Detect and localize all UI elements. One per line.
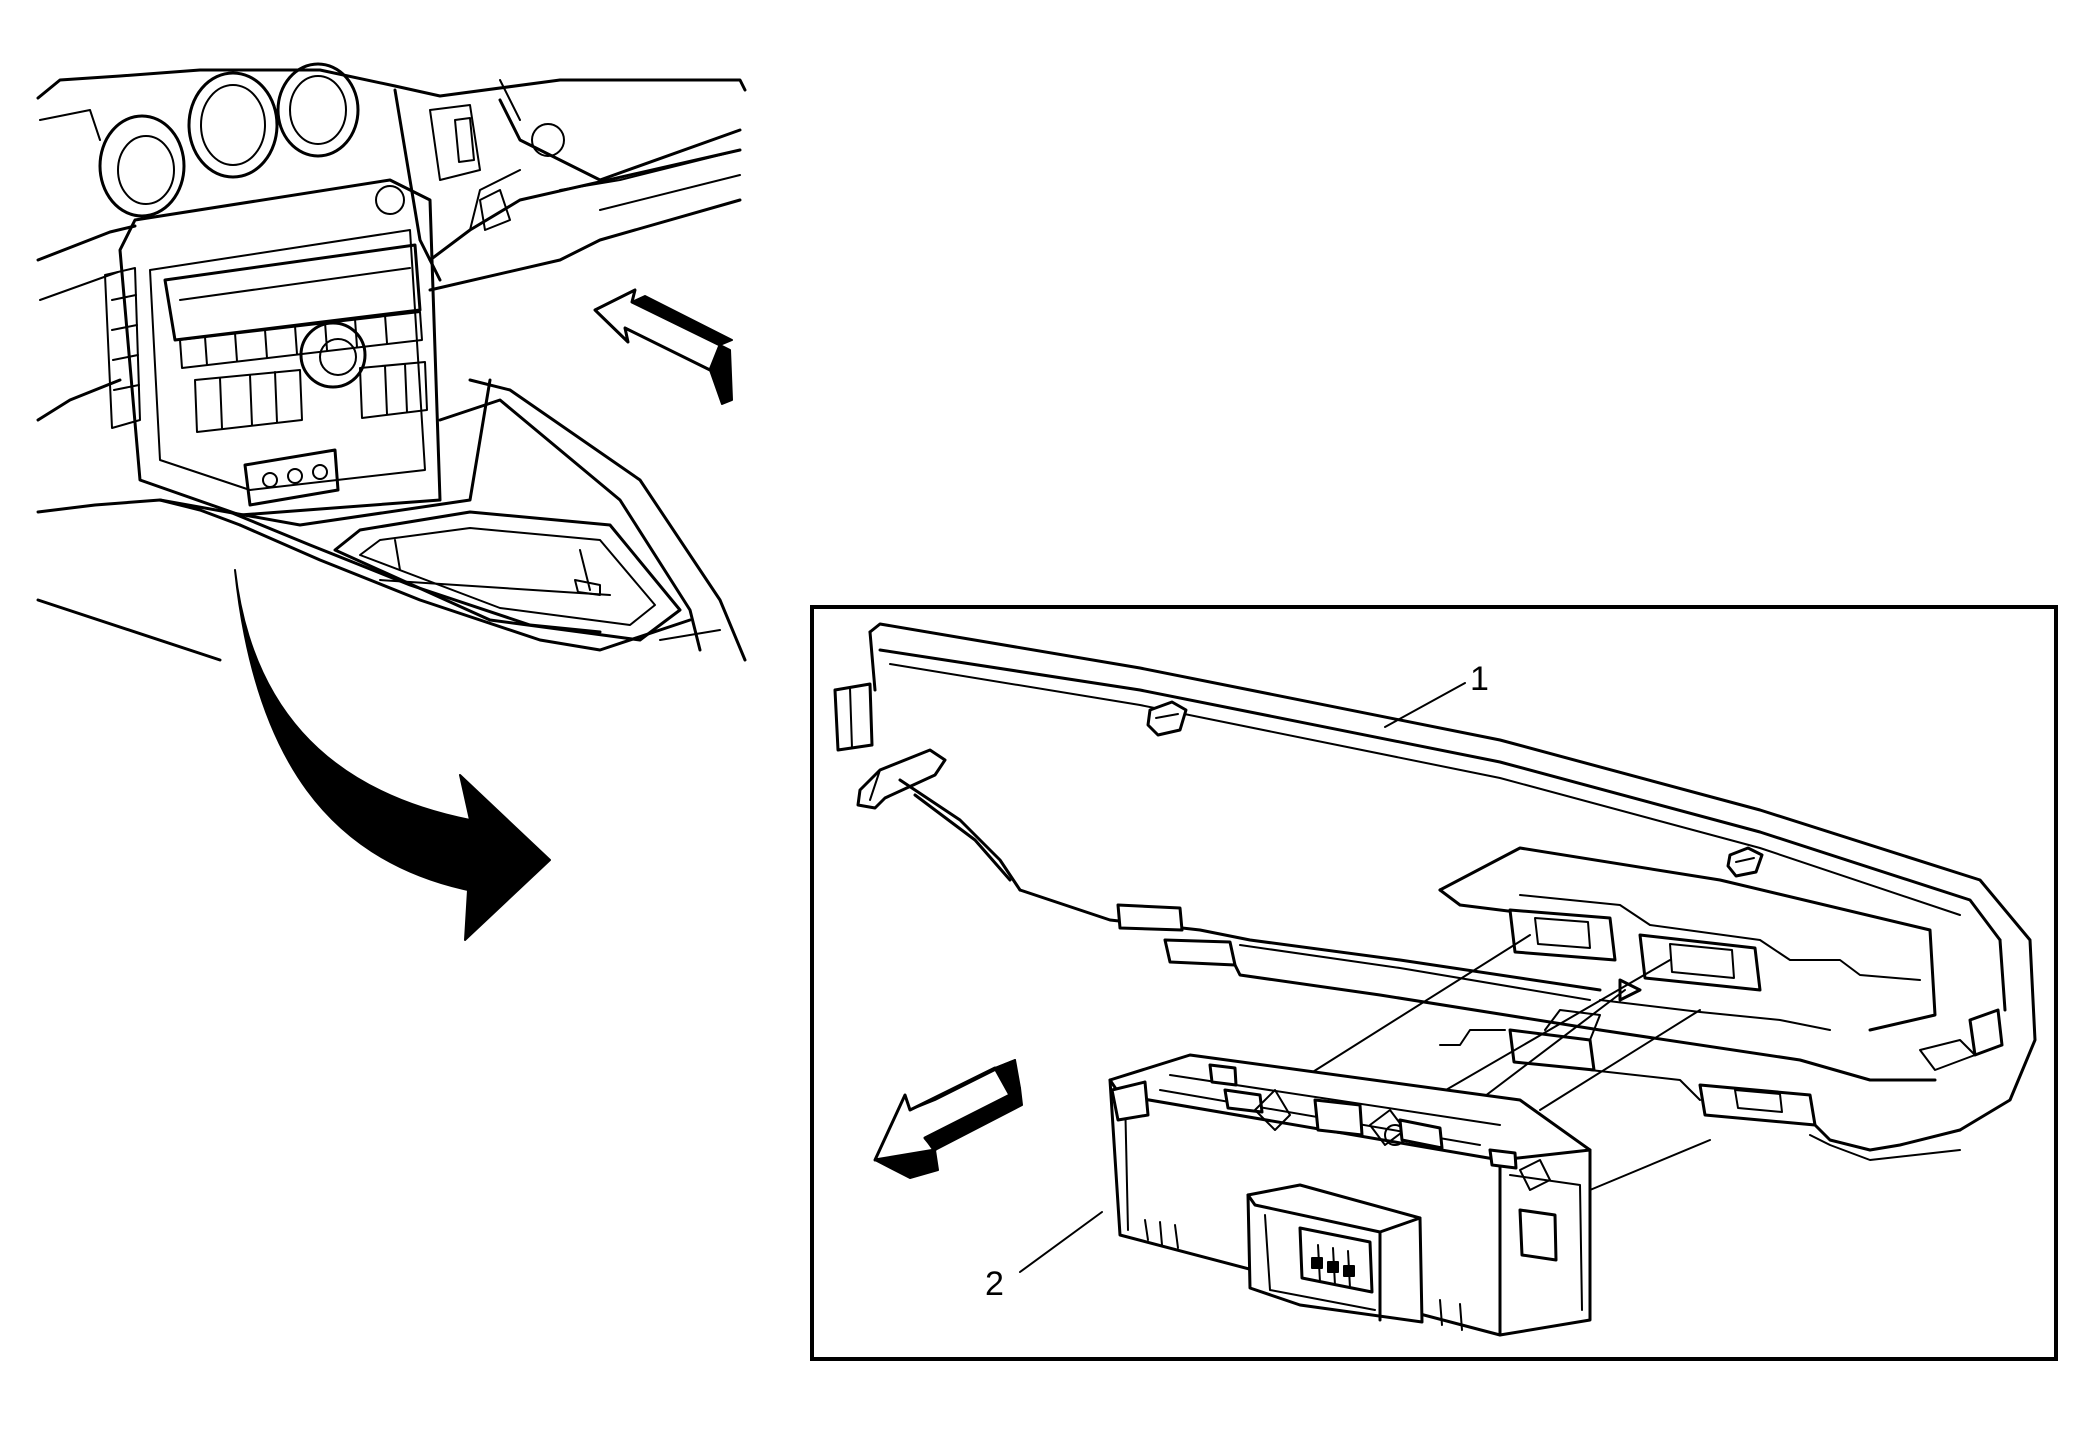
insert-arrow-upper	[593, 288, 733, 405]
callout-1-label: 1	[1470, 660, 1489, 698]
callout-2-label: 2	[985, 1265, 1004, 1303]
callout-2-leader	[1019, 1211, 1103, 1273]
rotation-arrow	[234, 569, 551, 941]
control-module	[1108, 1053, 1592, 1337]
instrument-panel-view	[36, 62, 747, 662]
removal-arrow	[873, 1059, 1023, 1179]
callout-1-leader	[1384, 682, 1466, 728]
trim-plate	[833, 622, 2037, 1161]
inset-detail	[810, 605, 2058, 1361]
